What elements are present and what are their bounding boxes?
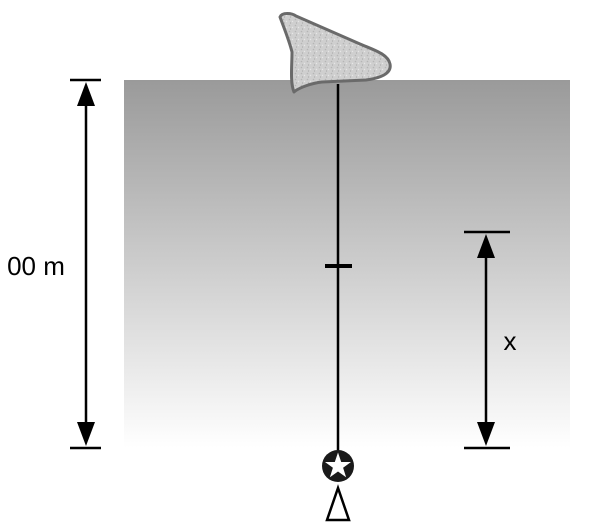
star-circle-icon (322, 450, 354, 482)
triangle-icon (325, 484, 351, 522)
height-dimension (70, 78, 101, 450)
x-dimension (464, 230, 510, 450)
height-label: 00 m (7, 251, 65, 281)
flag-icon (278, 12, 392, 94)
x-label: x (504, 326, 517, 356)
